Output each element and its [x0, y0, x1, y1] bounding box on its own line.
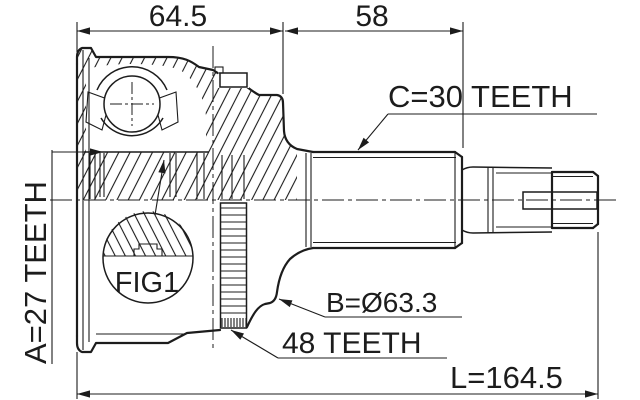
- leader: [357, 113, 389, 151]
- ring-clamp-tab: [214, 66, 224, 74]
- dim-housing-width: 64.5: [76, 0, 284, 94]
- cage-wedge-right: [153, 91, 179, 131]
- leader: [230, 329, 279, 359]
- label-abs-ring-teeth: 48 TEETH: [230, 327, 447, 360]
- label-a-27-teeth: A=27 TEETH: [18, 181, 53, 364]
- abs-ring: [214, 66, 249, 329]
- housing-outline-bottom: [75, 328, 222, 354]
- label-c-shaft-spline: C=30 TEETH: [357, 79, 597, 151]
- dim-length-label: L=164.5: [450, 360, 563, 395]
- ring-teeth-rungs: [221, 207, 246, 314]
- inner-spline-lines: [89, 153, 245, 199]
- dim-58-label: 58: [355, 0, 388, 33]
- fig1-hatch-segment: [103, 211, 193, 256]
- dim-spline-length: 58: [285, 0, 464, 148]
- output-shaft: [305, 150, 600, 250]
- centerlines: [50, 46, 618, 352]
- ring-section-bg: [218, 70, 249, 88]
- dim-overall-length: L=164.5: [76, 232, 599, 399]
- inner-race-arc: [100, 117, 164, 137]
- label-b-diameter: B=Ø63.3: [326, 287, 437, 318]
- fig1-label: FIG1: [115, 267, 179, 299]
- label-c-30-teeth: C=30 TEETH: [388, 79, 573, 114]
- shaft-spline-section: [305, 150, 464, 250]
- outer-race-arc: [96, 66, 168, 91]
- dim-64-5-label: 64.5: [149, 0, 207, 33]
- leader: [278, 298, 326, 318]
- fig1-detail: FIG1: [102, 159, 194, 304]
- ring-teeth-edge: [221, 318, 247, 327]
- cage-wedge-left: [85, 91, 111, 131]
- label-a-inner-spline: A=27 TEETH: [18, 148, 103, 364]
- housing-neck-bottom: [245, 246, 315, 329]
- ring-section-block: [219, 72, 248, 88]
- fig1-leader: [154, 159, 166, 216]
- ring-band: [219, 202, 248, 329]
- ball-crosshair: [110, 82, 154, 126]
- label-b-housing-diameter: B=Ø63.3: [278, 287, 462, 318]
- fig1-tooth-profile: [133, 243, 163, 257]
- housing-outline-top: [75, 46, 315, 154]
- label-48-teeth: 48 TEETH: [282, 327, 422, 360]
